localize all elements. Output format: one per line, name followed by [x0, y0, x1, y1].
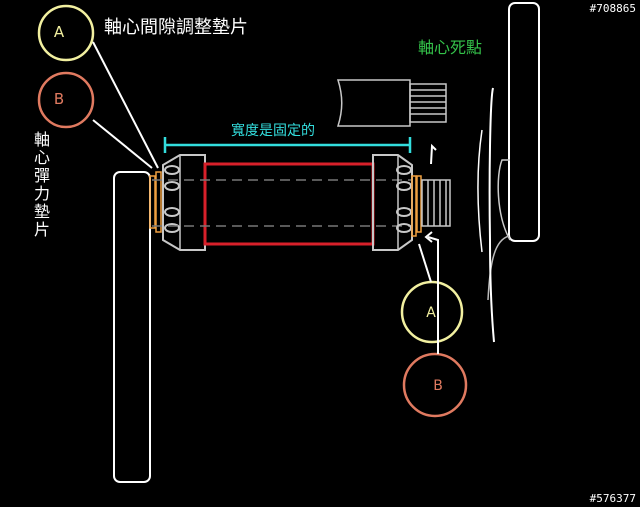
left-bearing-balls: [164, 165, 180, 233]
dead-point-label: 軸心死點: [418, 38, 482, 57]
right-gap-shim: [411, 175, 417, 237]
callout-a-bottom: [400, 280, 464, 344]
spring-shim-char: 軸: [34, 130, 50, 149]
right-spring-shim: [416, 175, 422, 233]
left-gap-shim: [155, 171, 162, 233]
leader-b-top: [92, 119, 153, 169]
right-frame-flange: [487, 235, 510, 301]
right-frame-curve: [497, 159, 511, 241]
leader-b-bottom: [427, 236, 439, 354]
right-curved-line: [488, 87, 495, 343]
right-bearing: [372, 154, 413, 251]
hub-body: [203, 162, 375, 246]
left-spring-shim: [149, 175, 156, 229]
leader-a-top: [92, 41, 159, 169]
spring-shim-char: 力: [34, 184, 50, 203]
spring-shim-char: 彈: [34, 166, 50, 185]
callout-b-bottom-letter: B: [433, 378, 443, 394]
adjust-shim-label: 軸心間隙調整墊片: [104, 17, 248, 38]
right-axle-end: [421, 179, 451, 227]
image-id-top: #708865: [590, 2, 636, 15]
spring-shim-char: 片: [34, 220, 50, 239]
leader-b-arrowhead: [424, 231, 433, 243]
small-arrow: [430, 143, 437, 165]
right-bearing-balls: [396, 165, 412, 233]
spring-shim-char: 墊: [34, 202, 50, 221]
callout-a-bottom-letter: A: [426, 305, 436, 321]
callout-a-top-letter: A: [54, 23, 65, 41]
callout-b-top: [37, 71, 95, 129]
image-id-bottom: #576377: [590, 492, 636, 505]
right-inner-curved-line: [477, 129, 483, 253]
callout-a-top: [37, 4, 95, 62]
left-frame-block: [113, 171, 151, 483]
right-frame-block: [508, 2, 540, 242]
spring-shim-char: 心: [34, 148, 50, 167]
dead-point-axle: [336, 79, 411, 127]
spring-shim-label: 軸 心 彈 力 墊 片: [34, 130, 50, 239]
callout-b-bottom: [402, 352, 468, 418]
left-bearing: [162, 154, 206, 251]
width-fixed-label: 寬度是固定的: [231, 122, 315, 139]
callout-b-top-letter: B: [54, 90, 64, 108]
leader-a-bottom: [418, 243, 432, 283]
